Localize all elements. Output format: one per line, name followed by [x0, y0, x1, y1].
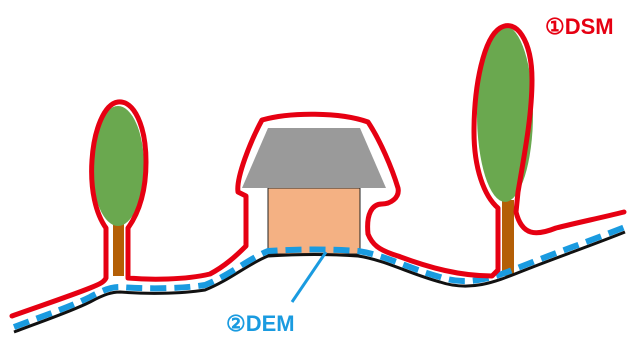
dem-line: [12, 224, 627, 330]
left-tree-trunk: [113, 216, 124, 276]
dem-leader-line: [290, 251, 328, 303]
house-icon: [242, 128, 386, 255]
right-tree-canopy: [477, 26, 533, 202]
right-tree-trunk: [502, 200, 514, 276]
house-wall: [267, 187, 361, 255]
dem-label: ②DEM: [226, 311, 295, 336]
left-tree-icon: [92, 106, 144, 276]
right-tree-icon: [477, 26, 533, 276]
ground-line: [13, 230, 626, 334]
dsm-line: [9, 23, 627, 319]
dsm-label: ①DSM: [545, 14, 614, 39]
left-tree-canopy: [92, 106, 144, 226]
house-roof: [242, 128, 386, 188]
